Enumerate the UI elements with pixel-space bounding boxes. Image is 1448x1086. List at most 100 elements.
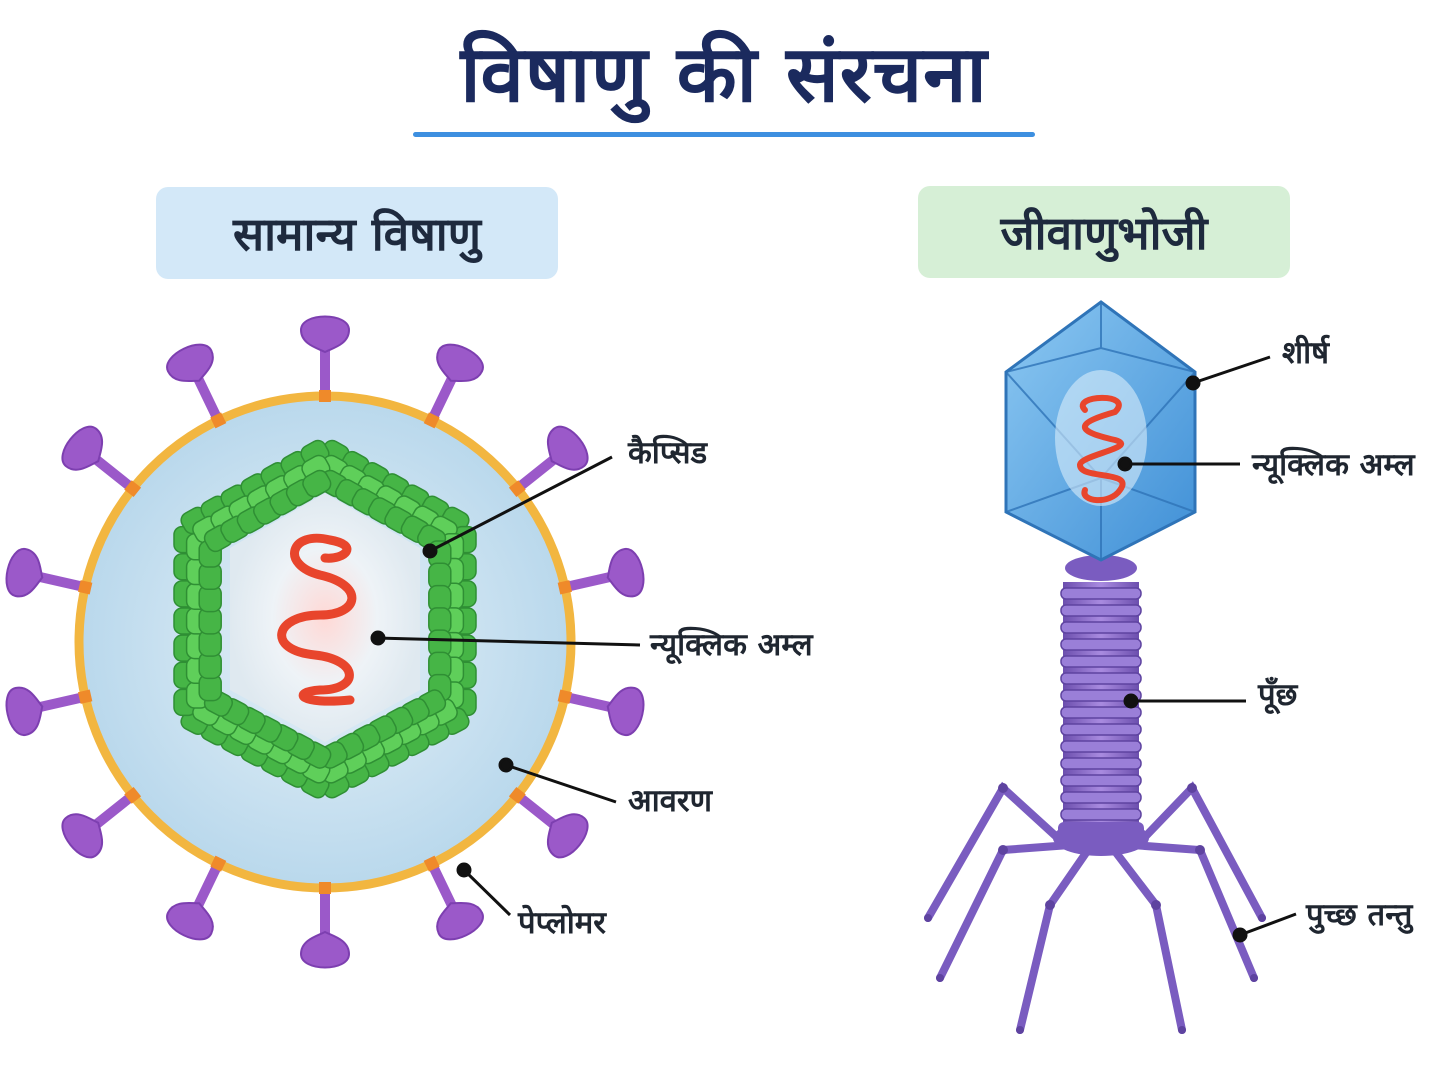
peplomer-stalk [512,790,560,831]
tail-ring [1060,638,1142,651]
tail-ring [1058,822,1144,838]
peplomer-knob [436,343,484,383]
bacteriophage [924,300,1266,1034]
capsid [173,439,477,799]
envelope-stud [319,390,331,402]
peplomer-knob [606,686,645,736]
tail-rings [1058,587,1144,838]
leader-dot [456,862,472,878]
fibre-tip [1258,914,1266,922]
envelope-studs [77,390,573,894]
peplomer-stalk [426,372,458,426]
tail-ring [1060,655,1142,668]
peplomer [61,813,104,859]
fibre-joint [998,783,1008,793]
peplomer-stalk [90,453,138,494]
leader-nucleic-acid [377,636,641,647]
peplomer-stalk [192,372,224,426]
tail-ring [1060,604,1142,617]
tail-ring [1060,587,1142,600]
tail-ring [1060,740,1142,753]
peplomer-group [5,315,645,969]
peplomer-knob [606,548,645,598]
phage-leader-lines [1117,355,1297,943]
peplomer-knob [61,813,104,859]
peplomer [606,548,645,598]
peplomer [546,425,589,471]
envelope-stud [508,480,526,498]
envelope-stud [423,855,440,872]
peplomer-stalk [90,790,138,831]
peplomer-knob [299,930,351,969]
tail-ring [1060,689,1142,702]
peplomer-stalk [426,858,458,912]
leader-dot [1117,456,1133,472]
peplomer-stalk [33,691,91,713]
peplomer [166,901,214,941]
peplomer-stalk [559,571,617,593]
fibre-joint [1045,900,1055,910]
fibre-tip [924,914,932,922]
fibre-joint [1195,845,1205,855]
peplomer [299,930,351,969]
peplomer-knob [5,548,44,598]
label-phage-nucleic-acid: न्यूक्लिक अम्ल [1252,447,1415,483]
capsomere [302,469,332,498]
peplomer-knob [5,686,44,736]
peplomer [61,425,104,471]
label-virus-nucleic-acid: न्यूक्लिक अम्ल [650,627,813,663]
peplomer [5,686,44,736]
peplomer-knob [299,315,351,354]
virus-leader-lines [370,455,641,917]
tail-ring [1060,723,1142,736]
envelope-stud [319,882,331,894]
leader-dot [1123,693,1139,709]
envelope-stud [423,412,440,429]
fibre-tip [936,974,944,982]
fibre-joint [1151,900,1161,910]
peplomer-knob [61,425,104,471]
peplomer-stalk [33,571,91,593]
leader-dot [370,630,386,646]
envelope-stud [508,786,526,804]
peplomer-stalk [192,858,224,912]
tail-ring [1060,774,1142,787]
peplomer [436,901,484,941]
leader-dot [422,543,438,559]
peplomer-knob [166,901,214,941]
fibre-tip [1250,974,1258,982]
general-virus [5,315,645,969]
peplomer-stalk [512,453,560,494]
tail-fibre [924,781,1064,922]
tail-ring [1060,757,1142,770]
envelope-stud [77,689,93,704]
label-head: शीर्ष [1282,335,1330,371]
envelope-stud [557,689,573,704]
collar [1065,555,1137,581]
leader-dot [1232,927,1248,943]
peplomer [299,315,351,354]
leader-dot [498,757,514,773]
envelope-stud [210,855,227,872]
nucleic-acid-coil [277,533,357,706]
tail-ring [1060,808,1142,821]
fibre-joint [1187,783,1197,793]
label-envelope: आवरण [628,783,713,819]
tail-fibre [1016,846,1092,1034]
fibre-joint [998,845,1008,855]
peplomer-knob [436,901,484,941]
fibre-tip [1016,1026,1024,1034]
phage-heading: जीवाणुभोजी [918,186,1290,278]
label-capsid: कैप्सिड [628,435,708,471]
tail-ring [1060,672,1142,685]
leader-capsid [429,455,613,553]
virus-heading: सामान्य विषाणु [156,187,558,279]
peplomer-stalk [559,691,617,713]
leader-dot [1185,375,1201,391]
envelope-stud [124,786,142,804]
peplomer [166,343,214,383]
peplomer [606,686,645,736]
leader-tail-fibres [1239,912,1297,937]
leader-peplomer [462,868,512,917]
